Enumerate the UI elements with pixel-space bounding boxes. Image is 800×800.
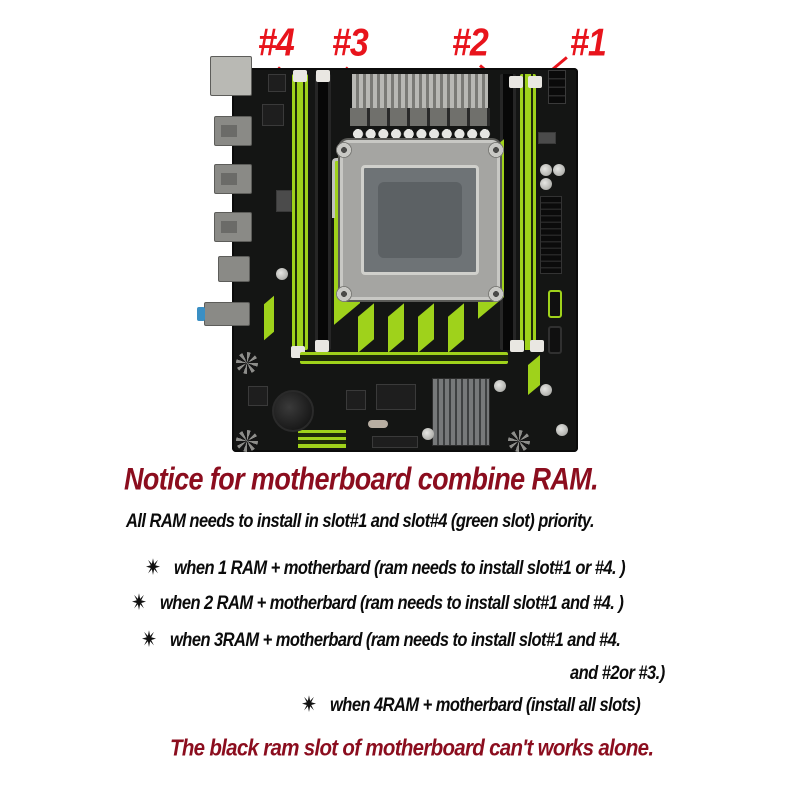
rule-text: when 1 RAM + motherbard (ram needs to in… bbox=[174, 557, 626, 579]
slot-label-3: #3 bbox=[332, 21, 369, 65]
chip bbox=[276, 190, 292, 212]
dimm-latch bbox=[316, 70, 330, 82]
usb-port bbox=[214, 212, 252, 242]
usb-port bbox=[214, 116, 252, 146]
dimm-latch bbox=[315, 340, 329, 352]
capacitor bbox=[556, 424, 568, 436]
socket-cover bbox=[378, 182, 462, 258]
dimm-latch bbox=[509, 76, 523, 88]
audio-port bbox=[218, 256, 250, 282]
chipset-heatsink bbox=[432, 378, 490, 446]
sata-port bbox=[548, 326, 562, 354]
chip bbox=[268, 74, 286, 92]
dimm-slot-1-green bbox=[520, 74, 536, 350]
dimm-latch bbox=[528, 76, 542, 88]
audio-jack-block bbox=[204, 302, 250, 326]
notice-intro: All RAM needs to install in slot#1 and s… bbox=[126, 510, 595, 532]
capacitor bbox=[540, 178, 552, 190]
starburst-icon bbox=[146, 558, 160, 575]
dimm-slot-2-black bbox=[500, 74, 516, 350]
capacitor bbox=[540, 164, 552, 176]
socket-load-plate bbox=[361, 165, 479, 275]
atx-24pin-connector bbox=[540, 196, 562, 274]
fan-header bbox=[236, 430, 258, 452]
chip bbox=[262, 104, 284, 126]
front-panel-header bbox=[372, 436, 418, 448]
capacitor bbox=[494, 380, 506, 392]
rule-2ram: when 2 RAM + motherbard (ram needs to in… bbox=[132, 592, 624, 615]
black-slot-warning: The black ram slot of motherboard can't … bbox=[170, 735, 654, 762]
usb-port bbox=[214, 164, 252, 194]
dimm-latch bbox=[510, 340, 524, 352]
audio-jack-blue bbox=[197, 307, 205, 321]
chip bbox=[376, 384, 416, 410]
vrm-capacitors bbox=[352, 128, 492, 140]
ethernet-port bbox=[210, 56, 252, 96]
socket-screw bbox=[488, 142, 504, 158]
motherboard-image: #4 #3 #2 #1 bbox=[197, 21, 607, 452]
crystal-oscillator bbox=[368, 420, 388, 428]
slot-label-2: #2 bbox=[452, 21, 489, 65]
rule-3ram-continuation: and #2or #3.) bbox=[570, 662, 665, 684]
notice-title: Notice for motherboard combine RAM. bbox=[124, 462, 599, 497]
slot-label-4: #4 bbox=[258, 21, 295, 65]
fan-header bbox=[236, 352, 258, 374]
rule-4ram: when 4RAM + motherbard (install all slot… bbox=[302, 694, 641, 717]
socket-screw bbox=[336, 286, 352, 302]
capacitor bbox=[553, 164, 565, 176]
cmos-battery bbox=[272, 390, 314, 432]
vrm-heatsink bbox=[352, 74, 488, 108]
cpu-power-connector bbox=[548, 70, 566, 104]
chip bbox=[538, 132, 556, 144]
dimm-slot-4-green bbox=[292, 74, 308, 350]
dimm-latch bbox=[293, 70, 307, 82]
dimm-slot-3-black bbox=[315, 74, 331, 350]
socket-lever bbox=[332, 158, 338, 218]
cpu-socket bbox=[340, 140, 500, 300]
starburst-icon bbox=[302, 695, 316, 712]
sata-port bbox=[548, 290, 562, 318]
vrm-chokes bbox=[350, 108, 490, 126]
pcie-x1-slot bbox=[298, 430, 346, 448]
capacitor bbox=[276, 268, 288, 280]
slot-label-1: #1 bbox=[570, 21, 607, 65]
chip bbox=[346, 390, 366, 410]
socket-screw bbox=[488, 286, 504, 302]
capacitor bbox=[540, 384, 552, 396]
rule-3ram: when 3RAM + motherbard (ram needs to ins… bbox=[142, 629, 621, 652]
starburst-icon bbox=[142, 630, 156, 647]
rule-text: when 2 RAM + motherbard (ram needs to in… bbox=[160, 592, 624, 614]
dimm-latch bbox=[530, 340, 544, 352]
starburst-icon bbox=[132, 593, 146, 610]
socket-screw bbox=[336, 142, 352, 158]
rule-text: when 3RAM + motherbard (ram needs to ins… bbox=[170, 629, 621, 651]
capacitor bbox=[422, 428, 434, 440]
pcie-x16-slot bbox=[300, 352, 508, 364]
fan-header bbox=[508, 430, 530, 452]
rule-1ram: when 1 RAM + motherbard (ram needs to in… bbox=[146, 557, 626, 580]
chip bbox=[248, 386, 268, 406]
rule-text: when 4RAM + motherbard (install all slot… bbox=[330, 694, 641, 716]
